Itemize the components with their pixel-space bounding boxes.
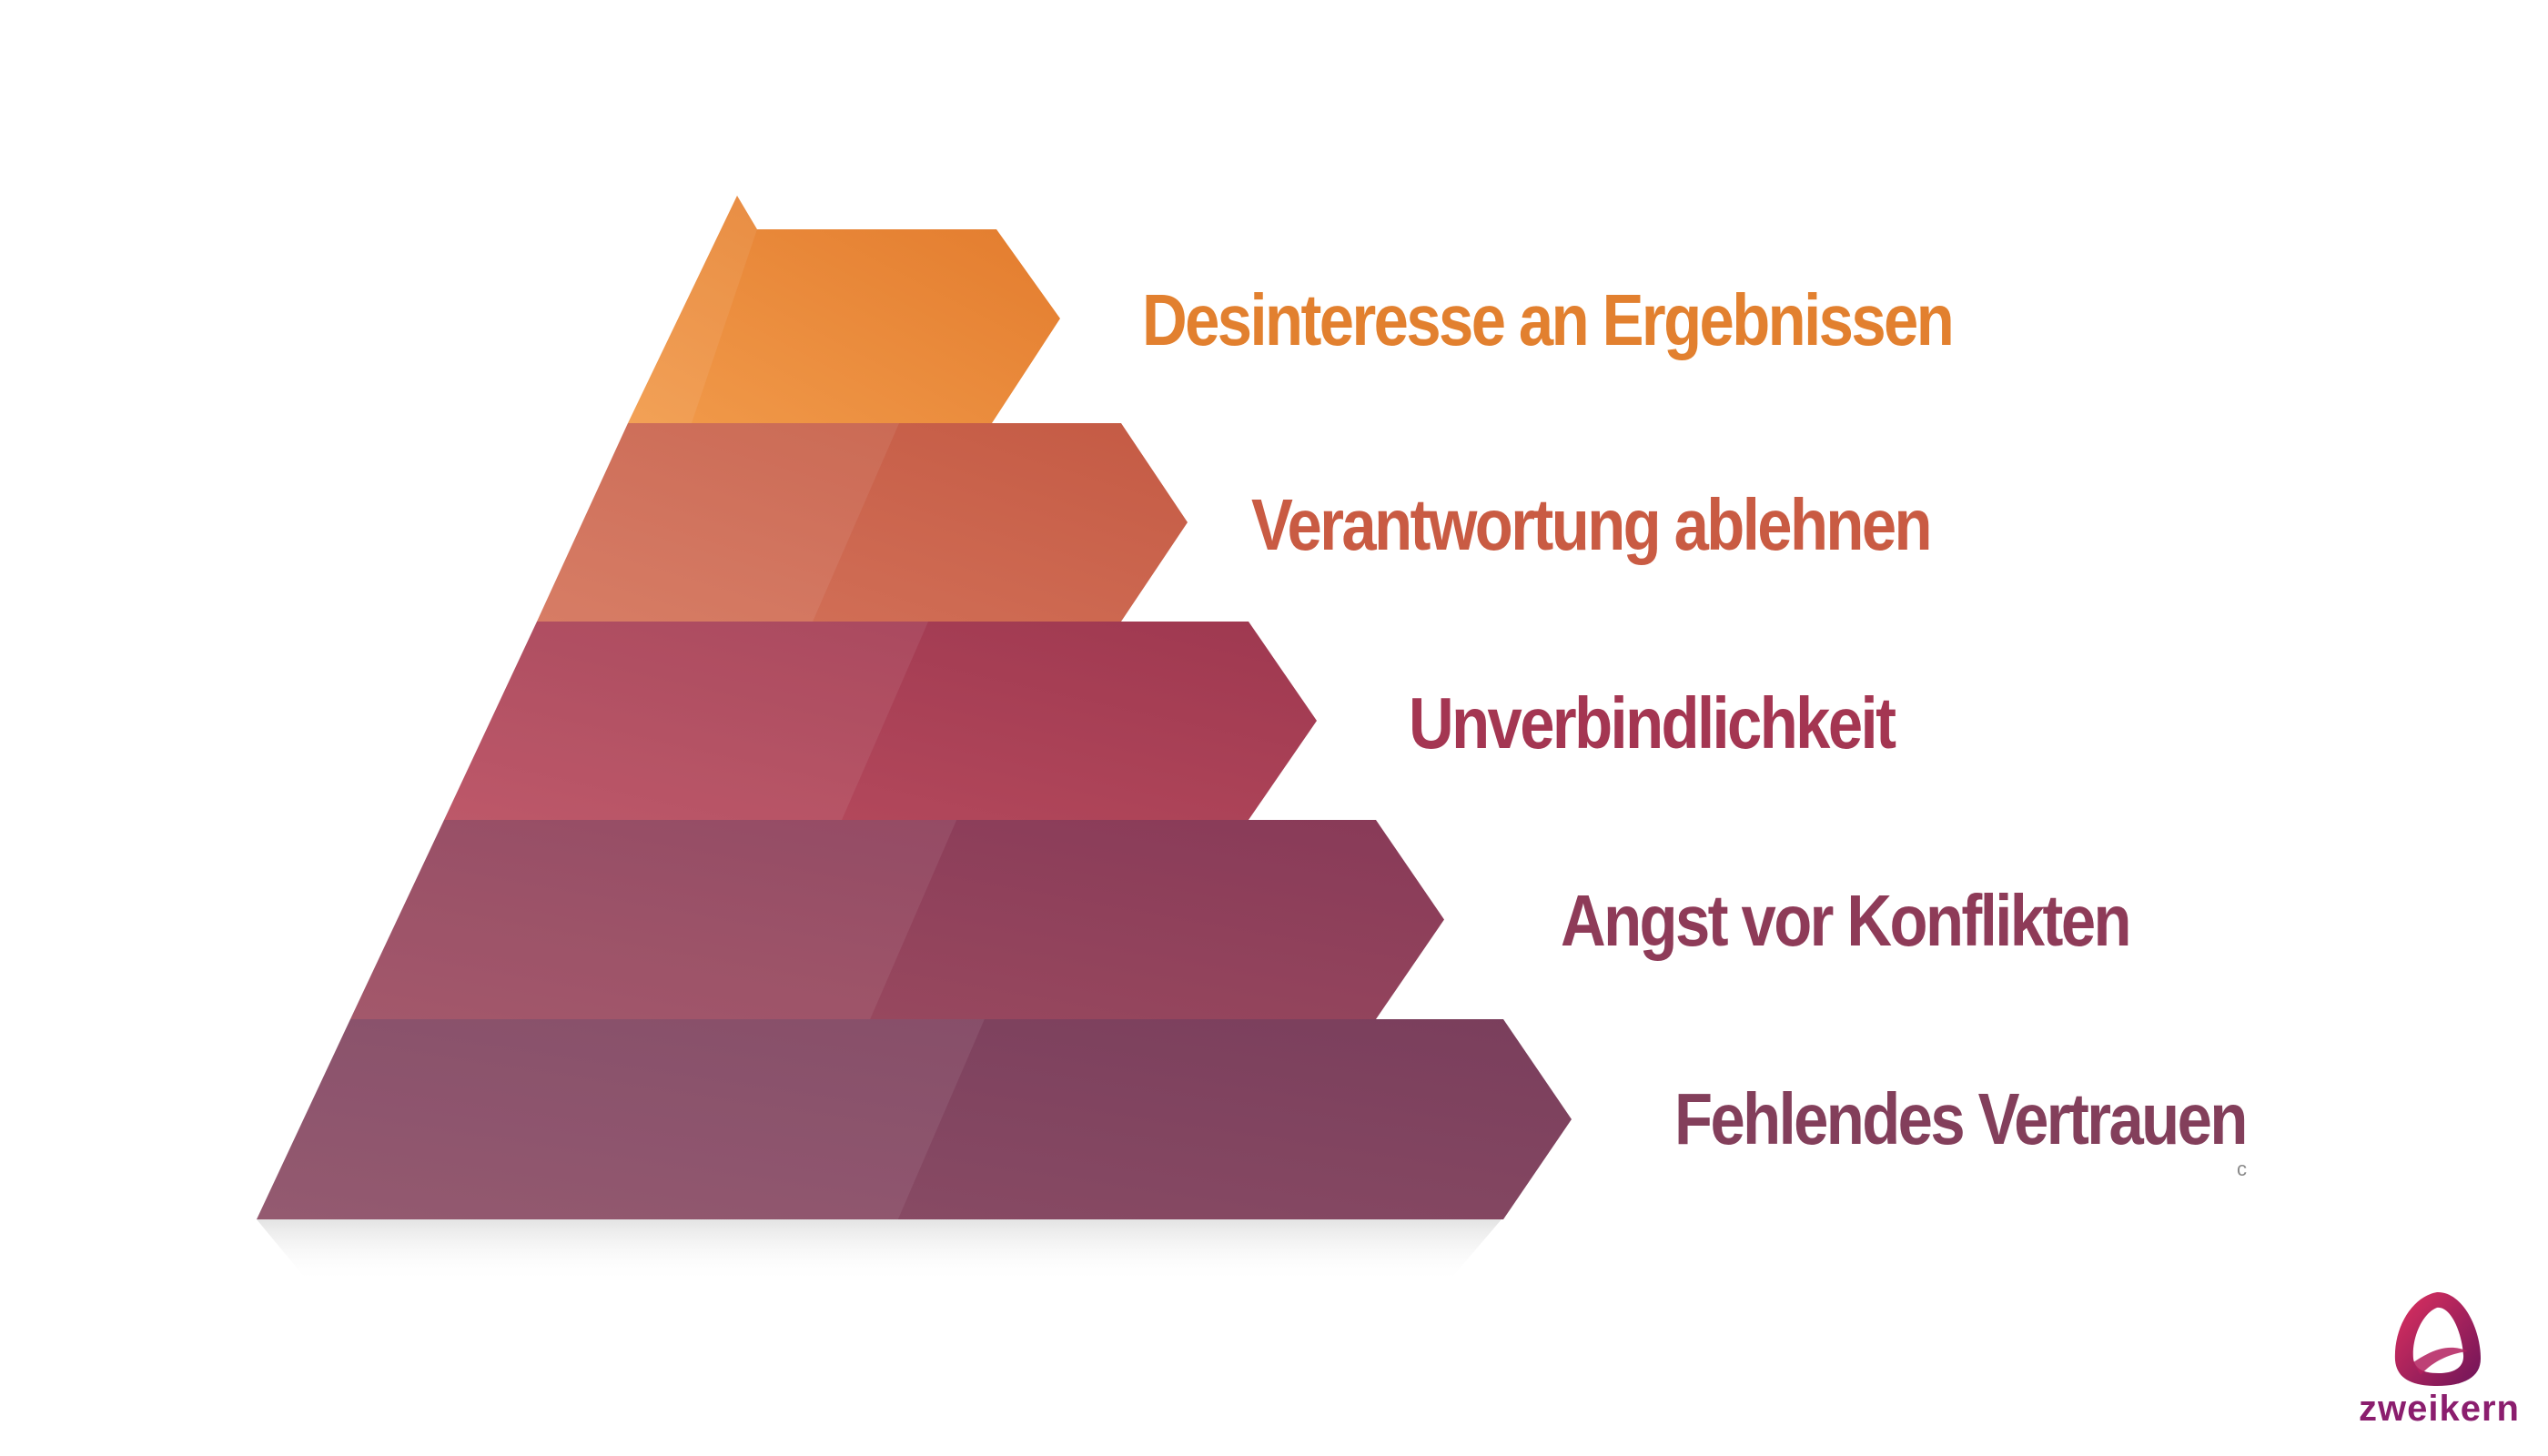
stray-mark: c [2237, 1158, 2247, 1180]
pyramid-level-facet [257, 1019, 985, 1219]
pyramid-level-label: Unverbindlichkeit [1409, 682, 1896, 763]
pyramid-level-facet [537, 423, 900, 622]
pyramid-level-label: Verantwortung ablehnen [1251, 484, 1933, 565]
pyramid-level-facet [444, 622, 929, 820]
pyramid-level-facet [350, 820, 957, 1019]
zweikern-logo-icon [2394, 1291, 2481, 1386]
pyramid-level-4 [350, 820, 1444, 1019]
pyramid-level-label: Desinteresse an Ergebnissen [1142, 279, 1955, 360]
pyramid-level-2 [537, 423, 1188, 622]
pyramid-level-label: Angst vor Konflikten [1561, 880, 2132, 961]
logo-wordmark: zweikern [2359, 1389, 2520, 1429]
pyramid-level-facet [628, 196, 757, 423]
pyramid-level-1 [628, 196, 1060, 423]
pyramid-level-3 [444, 622, 1317, 820]
pyramid-level-5 [257, 1019, 1572, 1219]
pyramid-level-label: Fehlendes Vertrauen [1674, 1078, 2248, 1159]
logo-swoosh [2413, 1347, 2468, 1375]
pyramid-shadow [257, 1219, 1502, 1283]
